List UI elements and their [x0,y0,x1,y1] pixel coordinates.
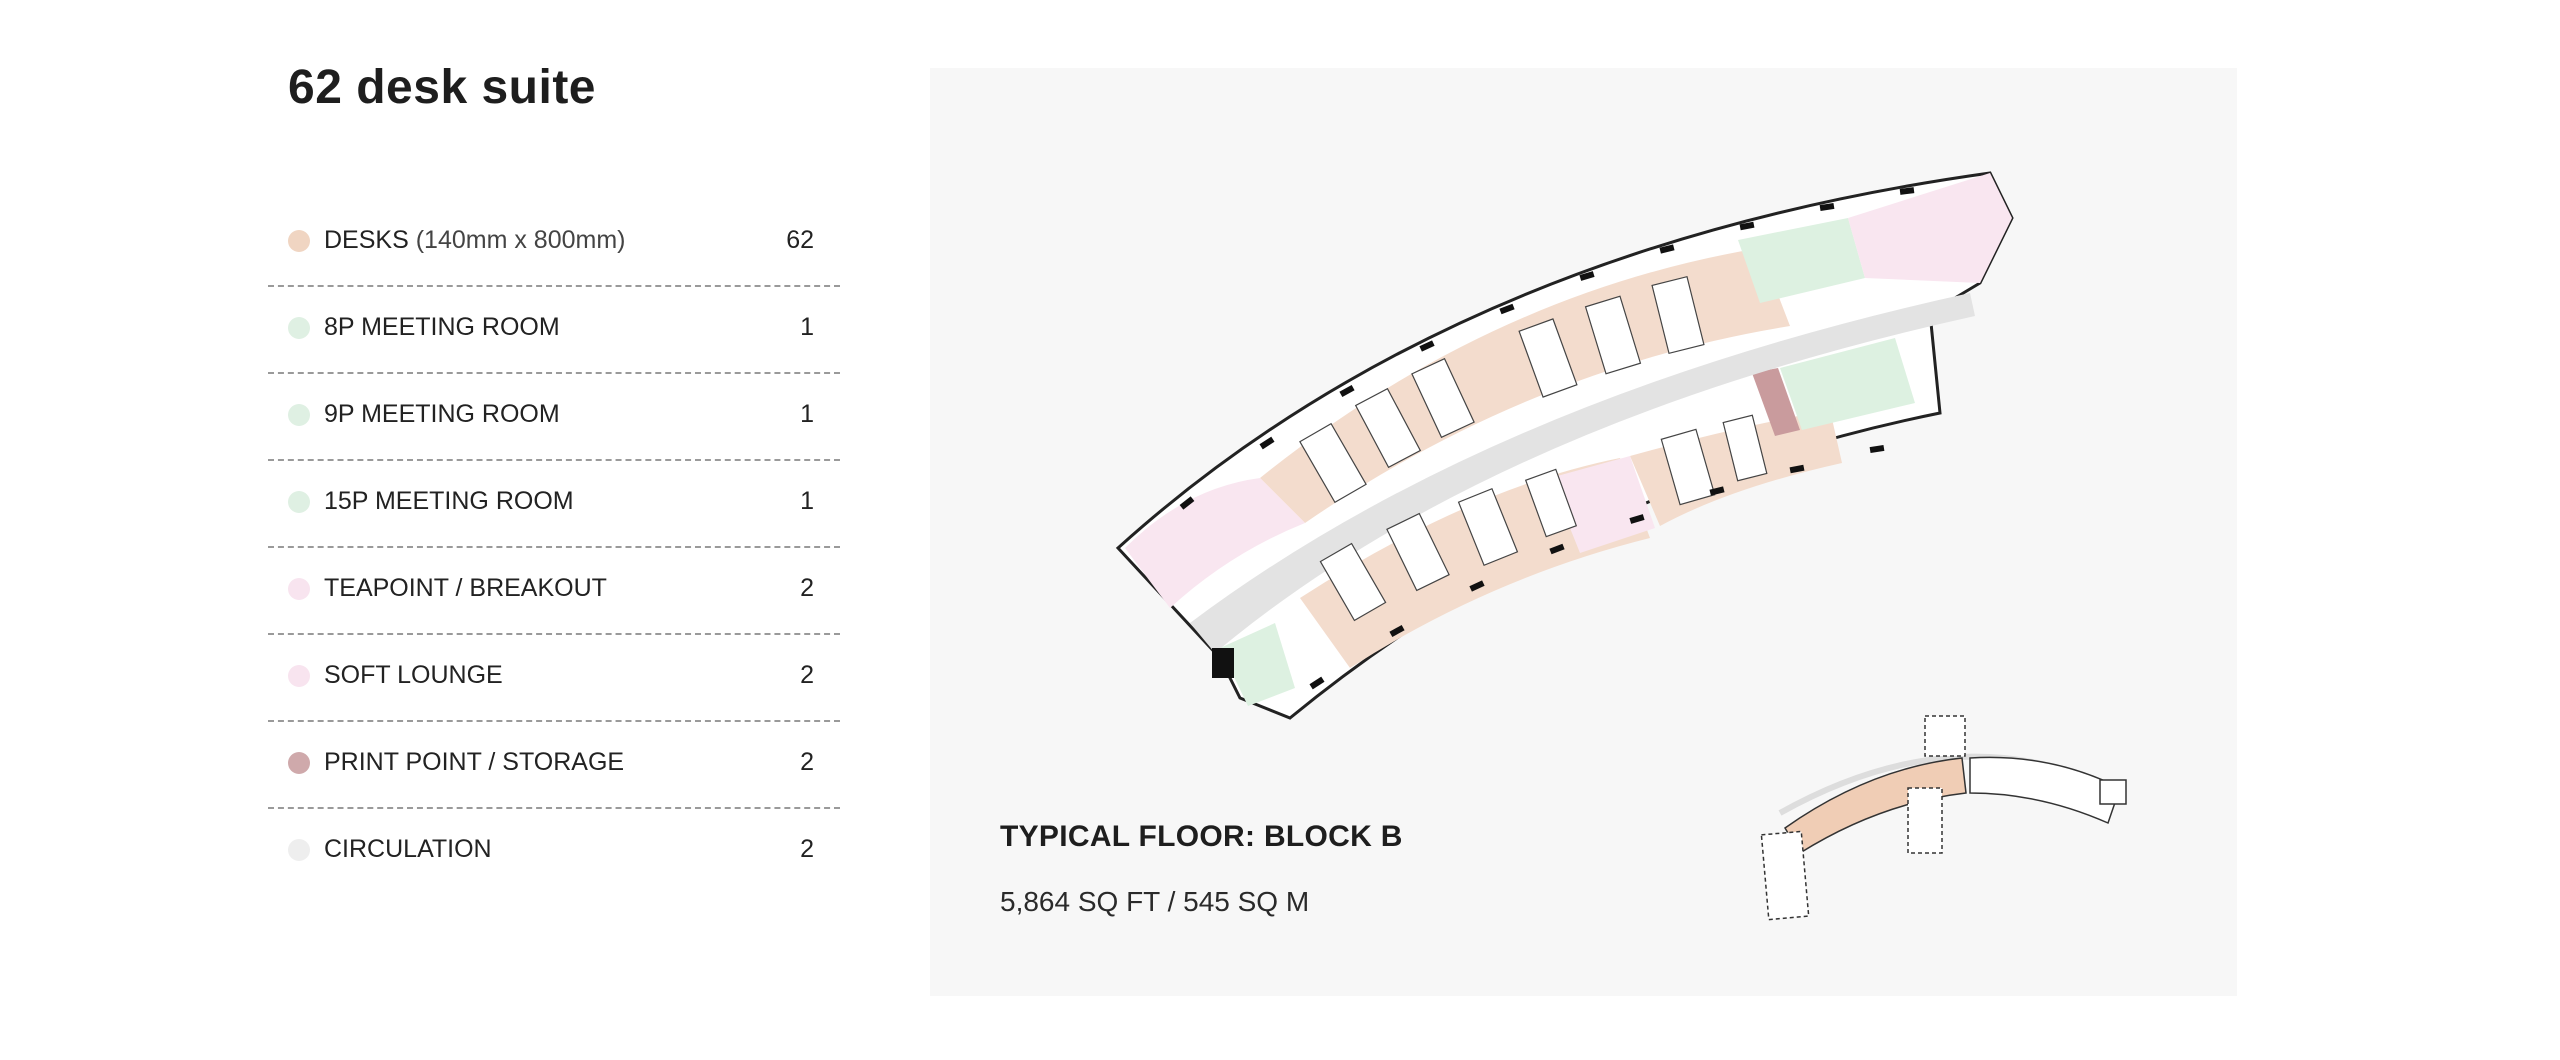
mullion [1389,624,1405,638]
mullion [1739,221,1755,231]
key-plan-block-b-highlight [1783,757,1967,855]
meeting-room-east [1738,218,1865,303]
legend-label: DESKS (140mm x 800mm) [324,222,625,258]
mullion [1549,543,1565,555]
legend-row-print-point-storage: PRINT POINT / STORAGE 2 [268,722,840,809]
legend-list: DESKS (140mm x 800mm) 62 8P MEETING ROOM… [268,200,840,896]
floor-plan-drawing [1115,171,2014,720]
legend-count: 2 [800,835,814,863]
legend-count: 1 [800,400,814,428]
legend-count: 2 [800,661,814,689]
legend-count: 1 [800,487,814,515]
legend-label: PRINT POINT / STORAGE [324,748,625,776]
key-plan-wing-west [1760,830,1810,921]
legend-swatch [288,230,310,252]
stair-core [1212,648,1234,678]
desk-block [1651,275,1705,355]
legend-swatch [288,752,310,774]
legend-count: 1 [800,313,814,341]
legend-row-teapoint-breakout: TEAPOINT / BREAKOUT 2 [268,548,840,635]
legend-row-soft-lounge: SOFT LOUNGE 2 [268,635,840,722]
legend-count: 62 [786,226,814,254]
mullion [1789,464,1805,474]
legend-count: 2 [800,748,814,776]
key-plan-block-east [1969,756,2121,825]
page-title: 62 desk suite [288,61,596,114]
breakout-west [1125,478,1305,608]
mullion [1419,340,1435,352]
circulation-corridor [1190,293,1975,653]
key-plan-core-south [1907,787,1943,854]
legend-label-text: DESKS [324,226,409,254]
legend-label: TEAPOINT / BREAKOUT [324,574,607,602]
mullion [1469,580,1485,592]
key-plan-wing-east [2099,779,2127,805]
desk-block [1299,422,1367,504]
mullion [1629,514,1645,524]
soft-lounge [1550,456,1655,553]
desk-block [1457,487,1519,567]
legend-swatch [288,491,310,513]
breakout-east [1848,173,2012,283]
legend-count: 2 [800,574,814,602]
mullion [1339,384,1355,398]
legend-label: SOFT LOUNGE [324,661,503,689]
floor-title: TYPICAL FLOOR: BLOCK B [1000,820,1403,853]
mullion [1869,444,1885,454]
key-plan [1760,715,2127,921]
legend-swatch [288,317,310,339]
mullion [1819,202,1835,212]
desk-block [1518,318,1578,398]
window-mullions [1179,187,1915,690]
desk-block [1660,428,1716,506]
desk-block [1722,414,1768,482]
floor-plan-panel: TYPICAL FLOOR: BLOCK B 5,864 SQ FT / 545… [930,68,2237,996]
legend-row-circulation: CIRCULATION 2 [268,809,840,896]
meeting-room-west [1220,623,1295,706]
legend-label: CIRCULATION [324,835,492,863]
key-plan-core-north [1924,715,1966,757]
legend-row-9p-meeting-room: 9P MEETING ROOM 1 [268,374,840,461]
legend-label-note: (140mm x 800mm) [415,226,626,254]
floor-area: 5,864 SQ FT / 545 SQ M [1000,886,1310,917]
legend-swatch [288,665,310,687]
legend-row-desks: DESKS (140mm x 800mm) 62 [268,200,840,287]
desk-block [1386,512,1450,592]
mullion [1259,436,1275,450]
legend-label: 15P MEETING ROOM [324,487,574,515]
desk-blocks [1299,275,1768,622]
mullion [1899,187,1915,195]
mullion [1309,676,1325,690]
desk-block [1354,387,1422,469]
mullion [1709,486,1725,496]
desk-block [1584,295,1642,375]
mullion [1179,496,1195,510]
legend-swatch [288,839,310,861]
legend-label: 8P MEETING ROOM [324,313,560,341]
mullion [1499,303,1515,315]
print-point [1752,368,1800,436]
desk-block [1524,468,1578,538]
legend-row-15p-meeting-room: 15P MEETING ROOM 1 [268,461,840,548]
legend-swatch [288,578,310,600]
legend-swatch [288,404,310,426]
meeting-room-mid [1780,338,1915,430]
mullion [1659,244,1675,254]
desk-block [1319,542,1387,622]
desk-block [1411,357,1475,439]
legend-row-8p-meeting-room: 8P MEETING ROOM 1 [268,287,840,374]
mullion [1579,271,1595,281]
legend-label: 9P MEETING ROOM [324,400,560,428]
